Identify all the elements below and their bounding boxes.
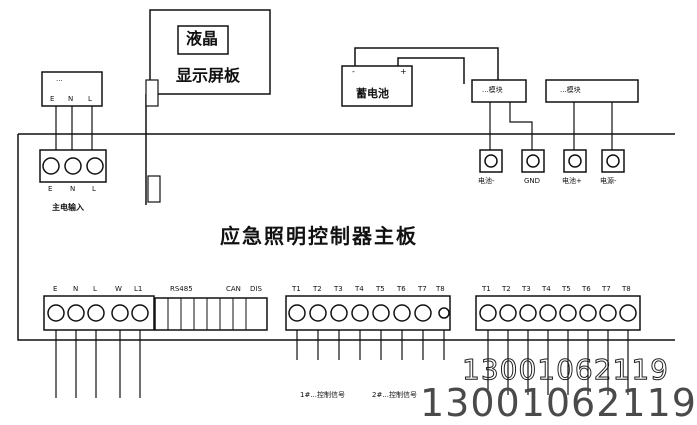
signal-group-label: DIS [250,285,262,293]
mid-pin: T5 [376,285,385,293]
screw-icon [499,304,517,322]
right-pin: T3 [522,285,531,293]
bottom-left-pin: L [93,285,97,293]
right-terminal-label: GND [524,177,541,185]
control-group-label: 1#...控制信号 [300,391,345,399]
bottom-output-wires [55,330,629,398]
mid-pin: T3 [334,285,343,293]
screw-icon [87,304,105,322]
supply-pin-label: E [48,185,53,193]
small-module-box [471,79,527,103]
right-module-label: ...模块 [560,86,581,94]
screw-icon [479,304,497,322]
mid-pin: T2 [313,285,322,293]
right-pin: T1 [482,285,491,293]
right-terminal-wire [509,102,533,150]
screw-icon [330,304,348,322]
mid-pin: T7 [418,285,427,293]
bottom-signal-terminal-strip [154,297,268,331]
screw-icon [606,154,620,168]
battery-box [341,65,413,107]
bottom-left-pin: N [73,285,79,293]
screw-icon [309,304,327,322]
right-module-box [545,79,639,103]
lcd-title-box [177,25,229,55]
screw-icon [599,304,617,322]
supply-pin-label: N [70,185,76,193]
screw-icon [438,307,450,319]
board-connector [147,175,161,203]
supply-terminal-label: 主电输入 [52,203,84,212]
screw-icon [484,154,498,168]
supply-pin-label: L [92,185,96,193]
watermark-phone: 13001062119 [420,381,697,425]
display-connector [145,79,159,107]
screw-icon [393,304,411,322]
right-pin: T4 [542,285,551,293]
screw-icon [559,304,577,322]
screw-icon [67,304,85,322]
mid-pin: T4 [355,285,364,293]
screw-icon [414,304,432,322]
top-left-pin-label: L [88,95,92,103]
battery-wire-2 [397,57,465,84]
signal-group-label: CAN [226,285,241,293]
screw-icon [526,154,540,168]
battery-wire [354,47,499,80]
right-terminal-label: 电源- [600,177,617,185]
screw-icon [539,304,557,322]
right-pin: T5 [562,285,571,293]
watermark-phone-outline: 13001062119 [462,353,669,386]
bottom-right-terminal-strip [475,295,641,331]
right-pin: T7 [602,285,611,293]
mid-pin: T1 [292,285,301,293]
screw-icon [372,304,390,322]
small-module-label: ...模块 [482,86,503,94]
screw-icon [579,304,597,322]
right-pin: T6 [582,285,591,293]
supply-terminal-block [39,149,107,183]
bottom-mid-terminal-strip [285,295,451,331]
right-pin: T8 [622,285,631,293]
main-board-outline [17,133,675,341]
main-board-title: 应急照明控制器主板 [220,224,418,248]
screw-icon [64,157,82,175]
control-group-label: 2#...控制信号 [372,391,417,399]
screw-icon [42,157,60,175]
bottom-left-pin: E [53,285,58,293]
top-left-pin-label: N [68,95,74,103]
lcd-panel-box [149,9,271,95]
mid-pin: T6 [397,285,406,293]
mid-pin: T8 [436,285,445,293]
screw-icon [111,304,129,322]
right-terminal-group [479,149,625,173]
signal-group-label: RS485 [170,285,193,293]
screw-icon [47,304,65,322]
top-left-terminal-header: ... [56,75,63,83]
top-left-pin-label: E [50,95,55,103]
right-terminal-label: 电池- [478,177,495,185]
bottom-left-pin: L1 [134,285,143,293]
screw-icon [619,304,637,322]
display-panel-label: 显示屏板 [176,66,241,85]
screw-icon [519,304,537,322]
screw-icon [288,304,306,322]
right-terminal-label: 电池+ [562,177,582,185]
screw-icon [351,304,369,322]
battery-plus: + [400,67,407,76]
bottom-left-terminal-strip [43,295,155,331]
lcd-title: 液晶 [186,29,219,48]
screw-icon [86,157,104,175]
battery-label: 蓄电池 [356,87,389,100]
bottom-left-pin: W [115,285,122,293]
right-pin: T2 [502,285,511,293]
battery-minus: - [352,67,355,76]
screw-icon [131,304,149,322]
screw-icon [568,154,582,168]
